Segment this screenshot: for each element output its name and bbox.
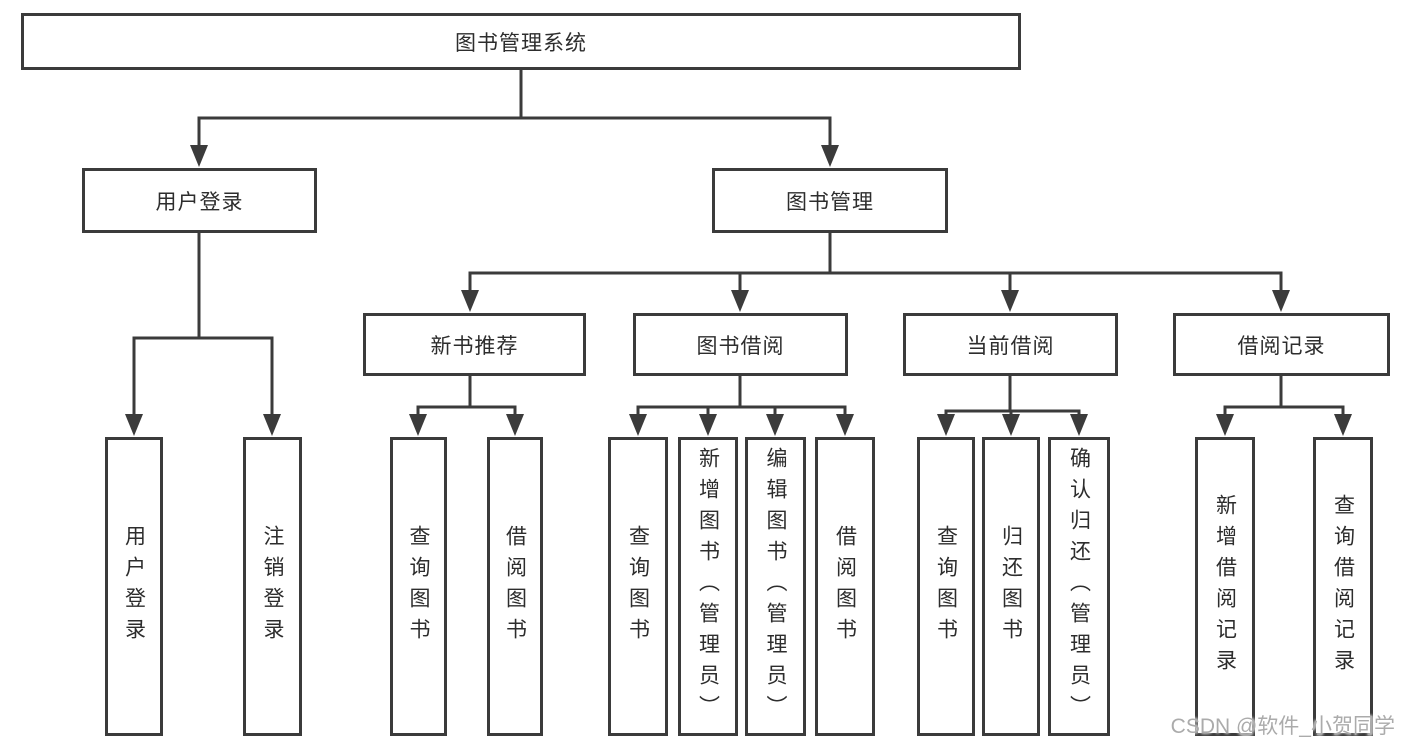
node-current-borrowing: 当前借阅 <box>903 313 1118 376</box>
leaf-query-books-recommend-label: 查询图书 <box>407 524 430 649</box>
leaf-add-book-admin-label: 新增图书（管理员） <box>696 447 720 726</box>
csdn-watermark: CSDN @软件_小贺同学 <box>1170 715 1395 738</box>
node-new-book-recommendation: 新书推荐 <box>363 313 586 376</box>
leaf-query-books-borrowing: 查询图书 <box>608 437 668 736</box>
leaf-return-book-label: 归还图书 <box>999 524 1023 649</box>
leaf-edit-book-admin-label: 编辑图书（管理员） <box>764 447 787 726</box>
leaf-borrow-books-borrowing: 借阅图书 <box>815 437 875 736</box>
leaf-add-borrow-record-label: 新增借阅记录 <box>1213 493 1237 680</box>
leaf-add-borrow-record: 新增借阅记录 <box>1195 437 1255 736</box>
leaf-query-borrow-record-label: 查询借阅记录 <box>1331 493 1355 680</box>
node-borrowing-records: 借阅记录 <box>1173 313 1390 376</box>
node-library-management-system: 图书管理系统 <box>21 13 1021 70</box>
leaf-add-book-admin: 新增图书（管理员） <box>678 437 738 736</box>
node-book-management: 图书管理 <box>712 168 948 233</box>
leaf-borrow-books-recommend: 借阅图书 <box>487 437 543 736</box>
arrowheads <box>125 145 1352 436</box>
leaf-logout: 注销登录 <box>243 437 302 736</box>
leaf-borrow-books-borrowing-label: 借阅图书 <box>833 524 857 649</box>
leaf-confirm-return-admin: 确认归还（管理员） <box>1048 437 1110 736</box>
leaf-user-login: 用户登录 <box>105 437 163 736</box>
node-book-borrowing: 图书借阅 <box>633 313 848 376</box>
leaf-logout-label: 注销登录 <box>261 524 284 649</box>
leaf-confirm-return-admin-label: 确认归还（管理员） <box>1067 447 1091 726</box>
leaf-return-book: 归还图书 <box>982 437 1040 736</box>
node-user-login: 用户登录 <box>82 168 317 233</box>
leaf-user-login-label: 用户登录 <box>122 524 146 649</box>
leaf-borrow-books-recommend-label: 借阅图书 <box>503 524 527 649</box>
leaf-query-books-borrowing-label: 查询图书 <box>626 524 650 649</box>
leaf-query-books-current: 查询图书 <box>917 437 975 736</box>
leaf-query-borrow-record: 查询借阅记录 <box>1313 437 1373 736</box>
leaf-query-books-current-label: 查询图书 <box>934 524 958 649</box>
leaf-query-books-recommend: 查询图书 <box>390 437 447 736</box>
leaf-edit-book-admin: 编辑图书（管理员） <box>745 437 806 736</box>
